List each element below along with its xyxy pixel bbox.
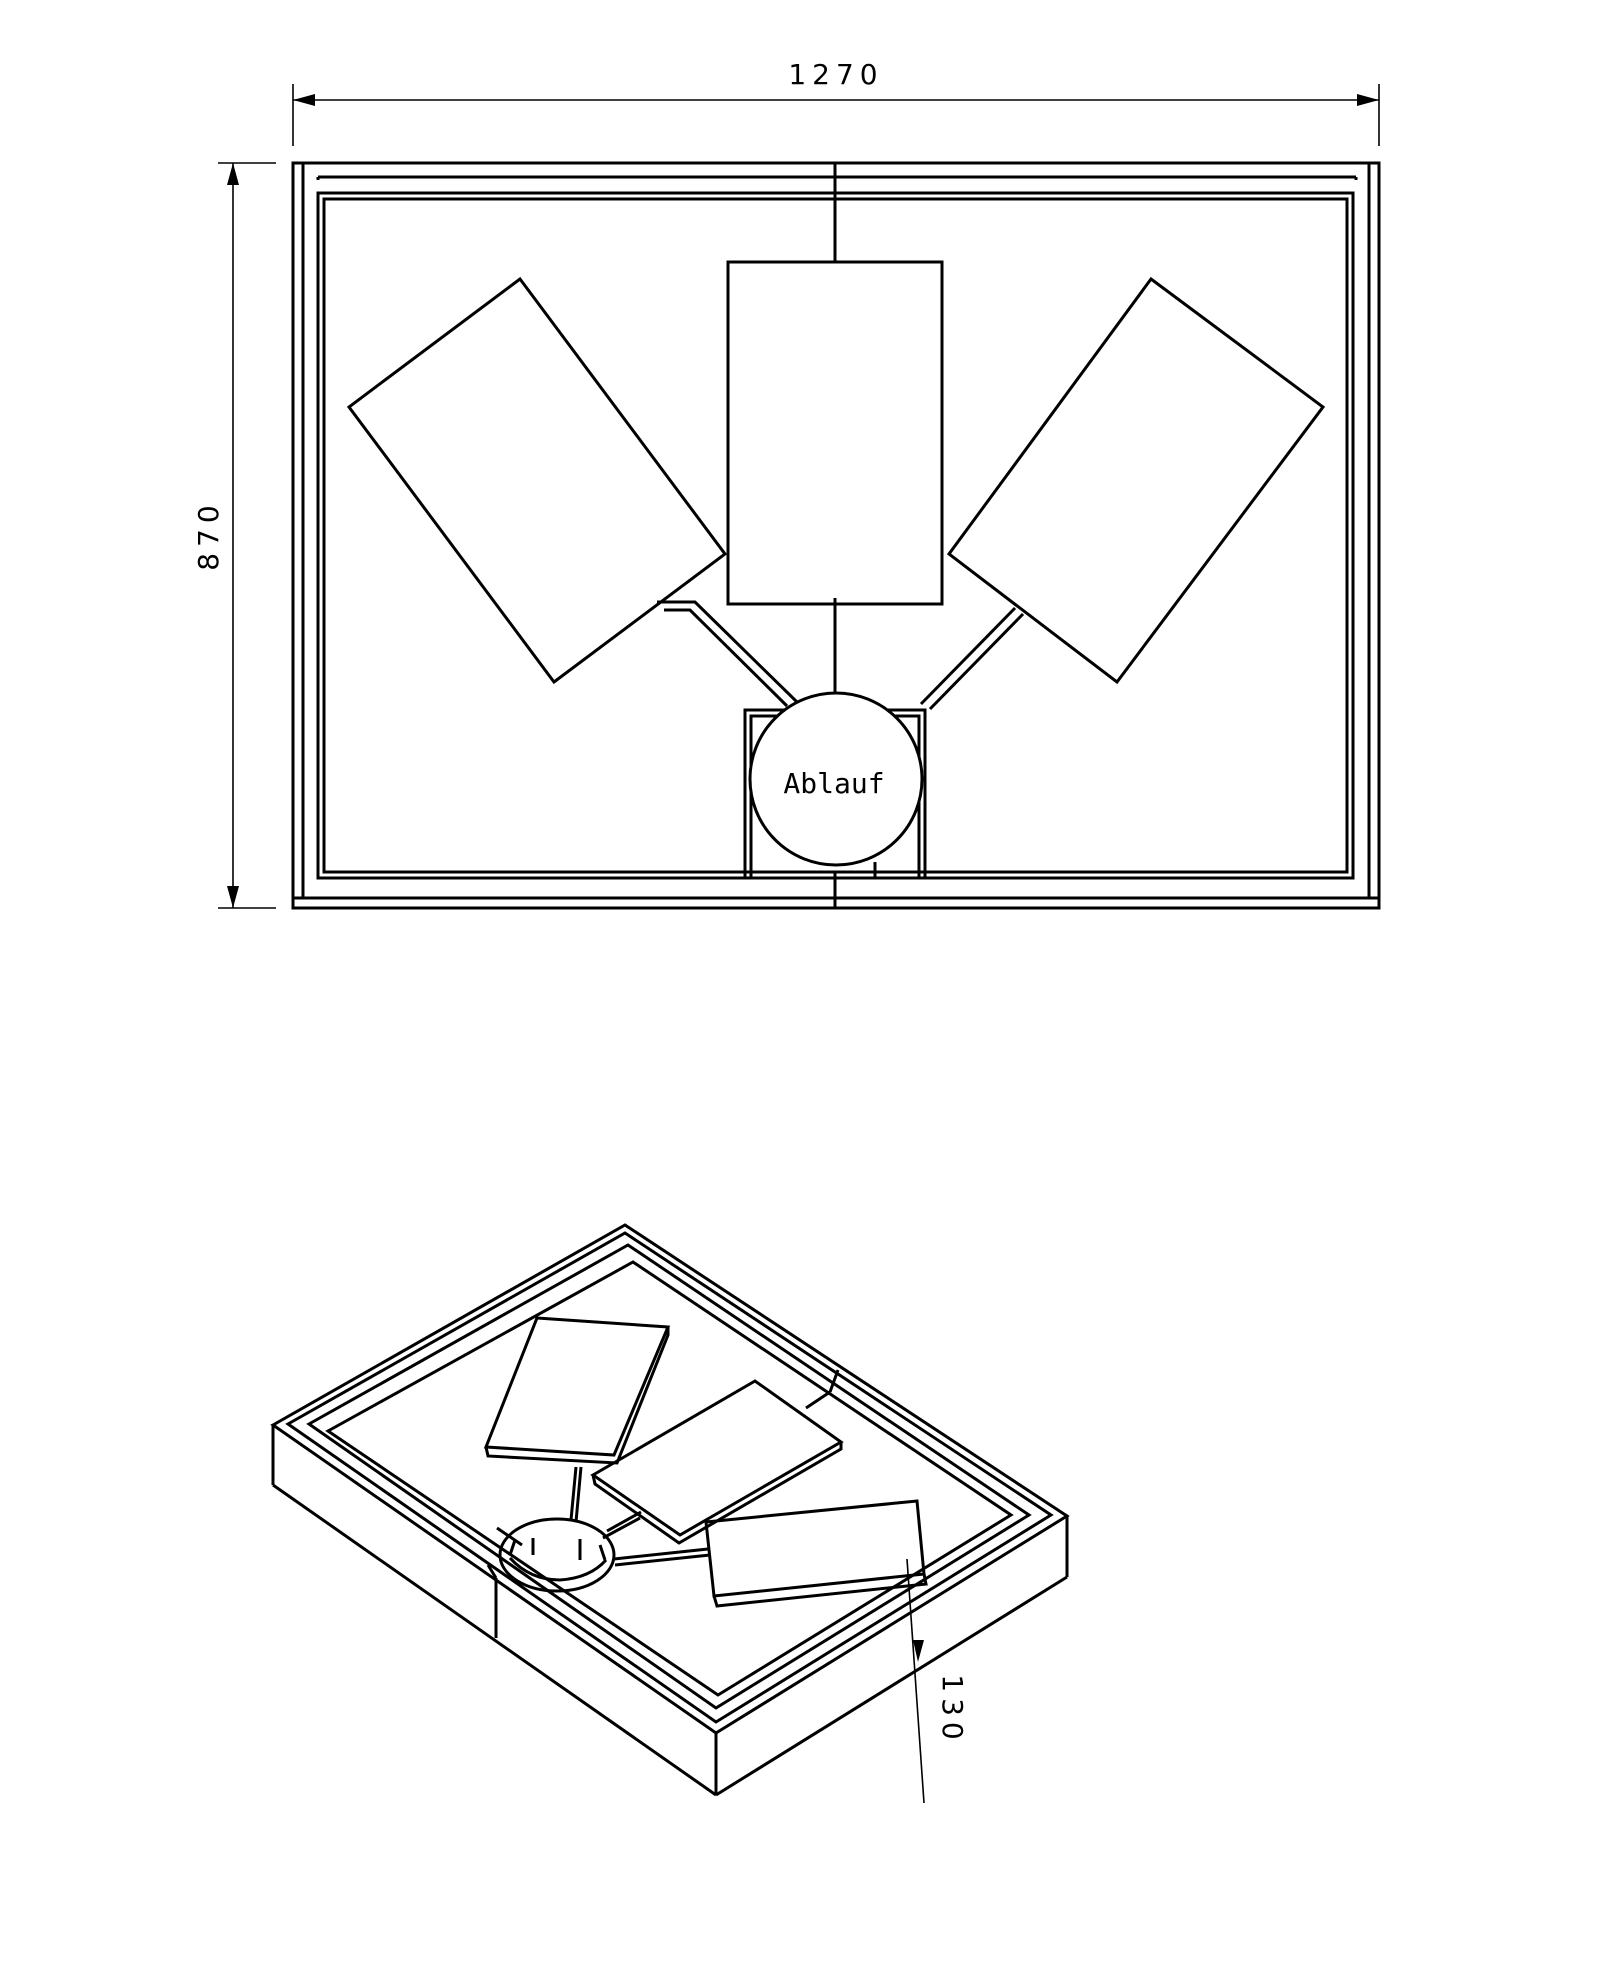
- panels: [346, 260, 1326, 685]
- iso-panel-right: [704, 1499, 928, 1608]
- depth-dimension-label: 870: [192, 499, 225, 570]
- width-dimension-label: 1270: [788, 58, 883, 91]
- left-panel: [346, 276, 728, 685]
- tray-outline: [291, 161, 1381, 910]
- height-dimension-label: 130: [936, 1674, 969, 1745]
- top-view: 1270 870: [192, 58, 1381, 910]
- iso-drain: [496, 1517, 616, 1593]
- iso-panel-left: [483, 1316, 671, 1465]
- drain: Ablauf: [748, 691, 924, 867]
- iso-tray-box: [270, 1223, 1070, 1797]
- iso-channels: [569, 1390, 831, 1567]
- depth-dimension: 870: [192, 162, 276, 909]
- iso-tray-rim: [285, 1231, 1054, 1724]
- iso-view: 130: [270, 1223, 1070, 1804]
- width-dimension: 1270: [292, 58, 1380, 146]
- iso-panel-center: [590, 1379, 844, 1545]
- center-panel: [726, 260, 944, 606]
- right-panel: [946, 276, 1326, 685]
- iso-panels: [483, 1316, 928, 1608]
- height-dimension: 130: [906, 1558, 969, 1804]
- drain-label: Ablauf: [783, 767, 884, 800]
